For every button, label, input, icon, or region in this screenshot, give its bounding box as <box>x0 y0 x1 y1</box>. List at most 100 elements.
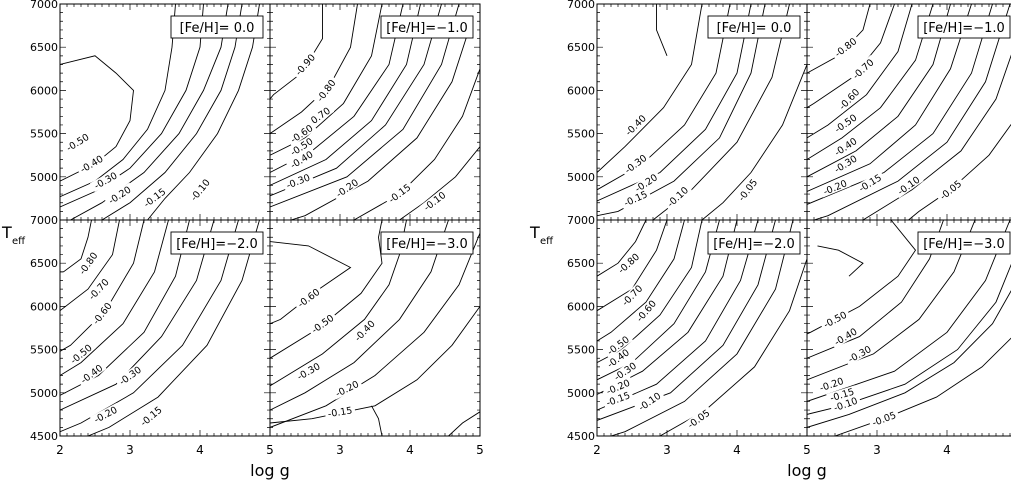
panel-1: -0.50-0.40-0.30-0.20-0.15-0.10[Fe/H]= 0.… <box>30 0 271 221</box>
y-tick-label: 7000 <box>567 214 595 227</box>
contour-line <box>60 220 92 273</box>
contour-line <box>270 306 480 424</box>
contour-line <box>270 220 449 411</box>
x-tick-label: 2 <box>593 443 601 457</box>
contour-label-group: -0.70 <box>848 55 878 83</box>
contour-line <box>270 232 480 428</box>
contour-line <box>807 290 1011 428</box>
x-tick-label: 3 <box>126 443 134 457</box>
contour-line <box>656 4 668 56</box>
y-tick-label: 6500 <box>30 257 58 270</box>
contour-label: -0.30 <box>93 170 120 192</box>
y-tick-label: 6500 <box>567 41 595 54</box>
contour-line <box>807 4 993 205</box>
contour-label-group: -0.80 <box>312 75 340 106</box>
contour-line <box>597 220 759 411</box>
metallicity-label: [Fe/H]=−3.0 <box>386 237 468 252</box>
contour-label-group: -0.40 <box>76 360 107 387</box>
contour-label-group: -0.30 <box>292 359 325 383</box>
contour-line <box>597 220 685 342</box>
contour-line <box>807 263 1011 415</box>
panel-2: -0.90-0.80-0.70-0.60-0.50-0.40-0.30-0.20… <box>269 3 481 221</box>
y-axis-label-subscript: eff <box>12 236 26 247</box>
contour-label: -0.50 <box>833 112 859 135</box>
y-tick-label: 5000 <box>30 171 58 184</box>
metallicity-label: [Fe/H]= 0.0 <box>180 21 255 36</box>
contour-label-group: -0.50 <box>819 307 851 331</box>
x-tick-label: 5 <box>476 443 484 457</box>
y-tick-label: 5500 <box>567 128 595 141</box>
x-tick-label: 4 <box>943 443 951 457</box>
contour-label: -0.20 <box>334 177 360 200</box>
contour-line <box>399 146 480 220</box>
metallicity-box <box>170 231 264 255</box>
y-tick-label: 6000 <box>30 84 58 97</box>
contour-line <box>807 4 972 192</box>
x-axis-label: log g <box>787 461 827 480</box>
x-tick-label: 4 <box>196 443 204 457</box>
contour-line <box>371 405 383 436</box>
contour-line <box>597 4 766 217</box>
contour-line <box>807 4 871 74</box>
metallicity-box <box>707 231 801 255</box>
contour-label: -0.30 <box>285 172 312 191</box>
contour-line <box>610 220 794 436</box>
metallicity-label: [Fe/H]=−2.0 <box>176 237 258 252</box>
y-axis-label: T <box>529 223 540 242</box>
x-tick-label: 5 <box>266 443 274 457</box>
contour-label-group: -0.05 <box>683 405 714 432</box>
contour-line <box>807 4 951 178</box>
y-tick-label: 5500 <box>30 344 58 357</box>
contour-label: -0.30 <box>847 344 874 365</box>
x-tick-label: 3 <box>336 443 344 457</box>
panel-frame <box>806 219 1011 437</box>
contour-label-group: -0.50 <box>307 310 338 337</box>
contour-label: -0.05 <box>686 408 712 431</box>
contour-label: -0.15 <box>622 189 649 209</box>
contour-label: -0.10 <box>896 175 922 198</box>
metallicity-label: [Fe/H]=−3.0 <box>923 237 1005 252</box>
contour-label-group: -0.30 <box>843 342 876 365</box>
contour-label-group: -0.20 <box>331 175 363 201</box>
y-tick-label: 5000 <box>567 387 595 400</box>
contour-label-group: -0.60 <box>293 284 324 311</box>
contour-line <box>60 220 169 376</box>
contour-label: -0.15 <box>327 405 353 420</box>
contour-label-group: -0.30 <box>282 170 314 192</box>
metallicity-label: [Fe/H]=−1.0 <box>386 21 468 36</box>
x-tick-label: 5 <box>803 443 811 457</box>
metallicity-label: [Fe/H]= 0.0 <box>717 21 792 36</box>
contour-label-group: -0.40 <box>830 324 861 349</box>
x-tick-label: 3 <box>873 443 881 457</box>
y-axis-label-subscript: eff <box>540 236 554 247</box>
contour-line <box>659 258 807 436</box>
contour-label: -0.40 <box>833 326 860 348</box>
contour-label: -0.30 <box>117 365 143 388</box>
contour-line <box>807 220 917 335</box>
contour-label-group: -0.50 <box>62 130 93 155</box>
contour-line <box>597 220 668 312</box>
metallicity-box <box>380 15 474 39</box>
contour-label-group: -0.10 <box>419 187 450 215</box>
contour-line <box>60 220 239 433</box>
contour-line <box>147 4 260 220</box>
contour-label-group: -0.15 <box>324 404 356 420</box>
contour-label-group: -0.80 <box>613 249 644 277</box>
contour-label-group: -0.90 <box>291 49 319 80</box>
contour-label: -0.15 <box>857 173 884 195</box>
contour-label: -0.20 <box>822 178 849 198</box>
contour-line <box>597 220 720 381</box>
contour-line <box>270 4 323 100</box>
contour-label: -0.50 <box>65 132 92 154</box>
contour-label: -0.10 <box>637 391 663 414</box>
y-tick-label: 6500 <box>567 257 595 270</box>
y-tick-label: 5500 <box>567 344 595 357</box>
contour-label-group: -0.20 <box>104 182 135 208</box>
contour-label-group: -0.40 <box>76 151 107 176</box>
contour-line <box>807 4 913 139</box>
metallicity-box <box>707 15 801 39</box>
x-tick-label: 2 <box>56 443 64 457</box>
contour-label: -0.05 <box>871 410 898 429</box>
contour-line <box>448 411 480 436</box>
contour-label-group: -0.20 <box>331 377 363 400</box>
